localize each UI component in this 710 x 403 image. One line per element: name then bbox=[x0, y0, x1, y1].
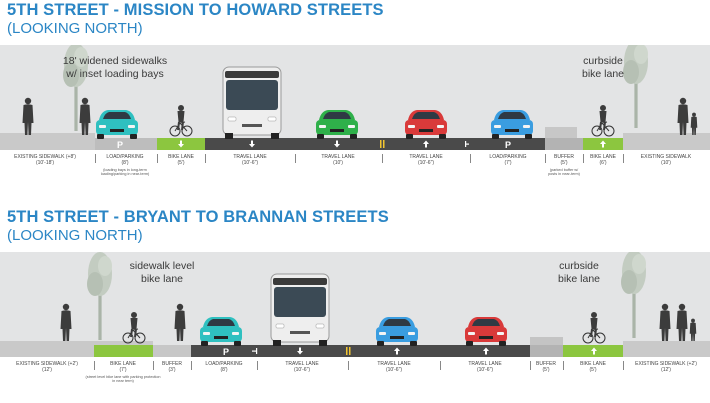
pavement-letter: P bbox=[223, 347, 229, 357]
lane-note: (parked buffer w/posts in near-term) bbox=[548, 168, 580, 177]
lane-label: EXISTING SIDEWALK(10') bbox=[640, 154, 692, 166]
lane-label: EXISTING SIDEWALK (+2')(12') bbox=[16, 361, 78, 373]
car-icon bbox=[465, 317, 507, 346]
annotation: sidewalk level bike lane bbox=[129, 260, 195, 285]
buffer bbox=[545, 138, 583, 150]
lane-label: TRAVEL LANE(10'-6") bbox=[233, 154, 267, 166]
lane-divider-tick bbox=[623, 154, 624, 163]
lane-label: LOAD/PARKING(7') bbox=[489, 154, 527, 166]
car-icon bbox=[96, 110, 138, 139]
pavement-letter: P bbox=[505, 140, 511, 150]
sidewalk-right bbox=[623, 138, 710, 150]
roadway bbox=[191, 345, 530, 357]
roadway bbox=[205, 138, 545, 150]
lane-marking-yellow bbox=[383, 140, 385, 148]
lane-label: LOAD/PARKING(8') bbox=[106, 154, 144, 166]
car-icon bbox=[316, 110, 358, 139]
bus-icon bbox=[270, 273, 330, 347]
lane-divider-tick bbox=[348, 361, 349, 370]
car-icon bbox=[376, 317, 418, 346]
lane-label: BIKE LANE(5') bbox=[168, 154, 194, 166]
section-mission-to-howard: 5TH STREET - MISSION TO HOWARD STREETS (… bbox=[0, 0, 710, 200]
section-subtitle: (LOOKING NORTH) bbox=[7, 227, 143, 244]
lane-label: BUFFER(3') bbox=[162, 361, 182, 373]
pavement-letter: P bbox=[117, 140, 123, 150]
lane-divider-tick bbox=[583, 154, 584, 163]
lane-divider-tick bbox=[563, 361, 564, 370]
lane-label: BIKE LANE(7') bbox=[110, 361, 136, 373]
load-parking-lane bbox=[95, 138, 157, 150]
lane-label: TRAVEL LANE(10'-6") bbox=[468, 361, 502, 373]
lane-marking-yellow bbox=[346, 347, 348, 355]
section-bryant-to-brannan: 5TH STREET - BRYANT TO BRANNAN STREETS (… bbox=[0, 205, 710, 403]
lane-divider-tick bbox=[95, 154, 96, 163]
lane-divider-tick bbox=[545, 154, 546, 163]
bike-lane-left bbox=[94, 345, 153, 357]
buffer bbox=[153, 345, 191, 357]
lane-marking-yellow bbox=[380, 140, 382, 148]
lane-divider-tick bbox=[295, 154, 296, 163]
sidewalk-left bbox=[0, 345, 94, 357]
sidewalk-left bbox=[0, 138, 95, 150]
street-cross-section: P P bbox=[0, 45, 710, 150]
car-icon bbox=[405, 110, 447, 139]
car-icon bbox=[491, 110, 533, 139]
lane-divider-tick bbox=[470, 154, 471, 163]
lane-label: TRAVEL LANE(10'-6") bbox=[377, 361, 411, 373]
lane-divider-tick bbox=[382, 154, 383, 163]
lane-label: BIKE LANE(6') bbox=[590, 154, 616, 166]
lane-label: TRAVEL LANE(10'-6") bbox=[285, 361, 319, 373]
lane-divider-tick bbox=[191, 361, 192, 370]
annotation: 18' widened sidewalks w/ inset loading b… bbox=[62, 55, 168, 80]
lane-label: LOAD/PARKING(8') bbox=[205, 361, 243, 373]
lane-note: (street level bike lane with parking pro… bbox=[85, 375, 161, 384]
lane-label: BIKE LANE(5') bbox=[580, 361, 606, 373]
lane-label: EXISTING SIDEWALK (+8')(10'-18') bbox=[14, 154, 76, 166]
lane-divider-tick bbox=[94, 361, 95, 370]
car-icon bbox=[200, 317, 242, 346]
section-subtitle: (LOOKING NORTH) bbox=[7, 20, 143, 37]
lane-label: EXISTING SIDEWALK (+2')(12') bbox=[635, 361, 697, 373]
lane-divider-tick bbox=[153, 361, 154, 370]
annotation: curbside bike lane bbox=[557, 260, 601, 285]
lane-divider-tick bbox=[257, 361, 258, 370]
lane-marking-white bbox=[256, 348, 258, 354]
lane-marking-yellow bbox=[349, 347, 351, 355]
lane-divider-tick bbox=[205, 154, 206, 163]
section-title: 5TH STREET - BRYANT TO BRANNAN STREETS bbox=[7, 208, 389, 226]
lane-label: TRAVEL LANE(10'-6") bbox=[409, 154, 443, 166]
buffer bbox=[530, 345, 563, 357]
street-cross-section: P bbox=[0, 252, 710, 357]
lane-divider-tick bbox=[623, 361, 624, 370]
lane-label: BUFFER(5') bbox=[554, 154, 574, 166]
bus-icon bbox=[222, 66, 282, 140]
lane-divider-tick bbox=[530, 361, 531, 370]
lane-label: BUFFER(5') bbox=[536, 361, 556, 373]
annotation: curbside bike lane bbox=[581, 55, 625, 80]
section-title: 5TH STREET - MISSION TO HOWARD STREETS bbox=[7, 1, 384, 19]
lane-label: TRAVEL LANE(10') bbox=[321, 154, 355, 166]
lane-divider-tick bbox=[440, 361, 441, 370]
sidewalk-right bbox=[623, 345, 710, 357]
lane-divider-tick bbox=[157, 154, 158, 163]
